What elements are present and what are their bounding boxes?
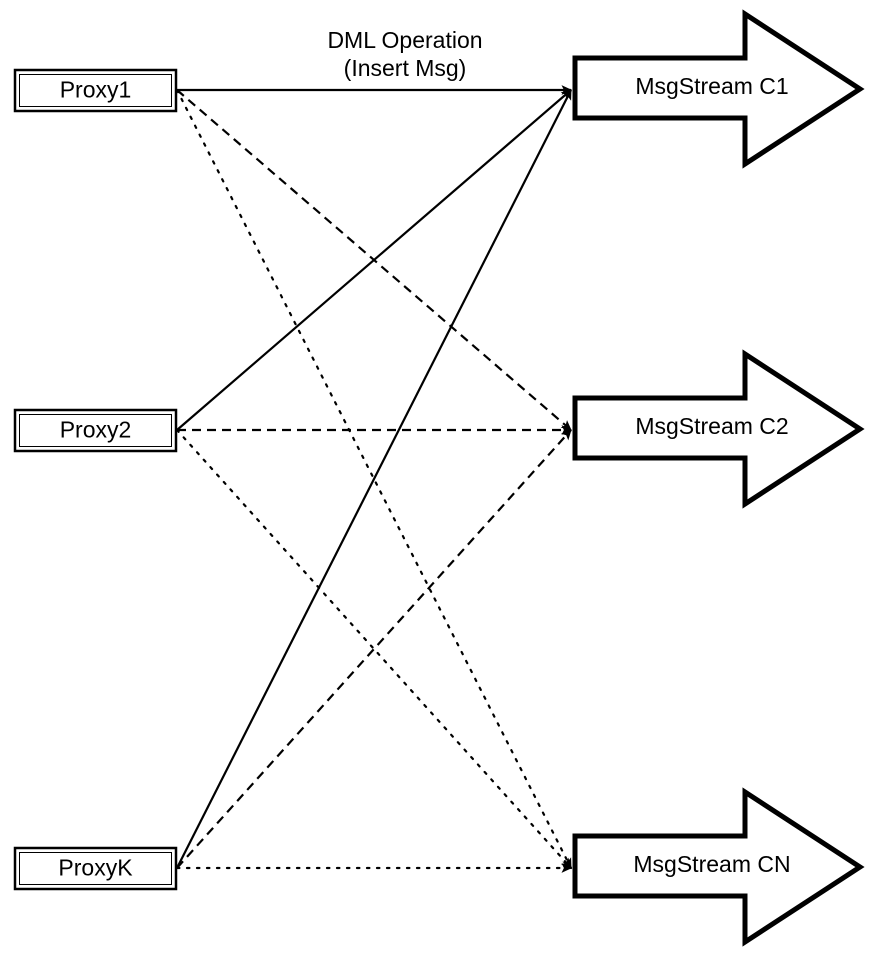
- cn-label: MsgStream CN: [633, 851, 790, 877]
- proxyk-box-inner-rule: [19, 852, 172, 885]
- c2-label: MsgStream C2: [635, 413, 788, 439]
- proxy1-box-inner-rule: [19, 74, 172, 107]
- link-proxyk-c1: [176, 89, 572, 869]
- stream-node-cn[interactable]: MsgStream CN: [572, 787, 865, 947]
- links-layer: [175, 85, 573, 873]
- proxy-node-proxyk[interactable]: ProxyK: [13, 846, 178, 891]
- proxy-node-proxy2[interactable]: Proxy2: [13, 408, 178, 453]
- stream-node-c2[interactable]: MsgStream C2: [572, 349, 865, 509]
- cn-arrow-shape[interactable]: [572, 787, 865, 947]
- link-proxy2-c1: [176, 89, 572, 431]
- c2-arrow-shape[interactable]: [572, 349, 865, 509]
- c1-arrow-shape[interactable]: [572, 9, 865, 169]
- proxy1-label: Proxy1: [60, 77, 132, 103]
- link-proxyk-c2: [176, 429, 572, 869]
- c1-label: MsgStream C1: [635, 73, 788, 99]
- dml-caption-line1: DML Operation: [327, 27, 482, 53]
- proxyk-label: ProxyK: [58, 855, 133, 881]
- proxy1-box[interactable]: [13, 68, 178, 113]
- proxy2-box-inner-rule: [19, 414, 172, 447]
- proxy-node-proxy1[interactable]: Proxy1: [13, 68, 178, 113]
- dml-operation-caption: DML Operation (Insert Msg): [327, 27, 482, 81]
- dml-caption-line2: (Insert Msg): [344, 55, 467, 81]
- proxy2-box[interactable]: [13, 408, 178, 453]
- proxy2-label: Proxy2: [60, 417, 132, 443]
- stream-nodes-layer: MsgStream C1 MsgStream C2 MsgStream CN: [572, 9, 865, 947]
- proxy-nodes-layer: Proxy1 Proxy2 ProxyK: [13, 68, 178, 891]
- stream-node-c1[interactable]: MsgStream C1: [572, 9, 865, 169]
- link-proxy2-cn: [175, 428, 573, 870]
- proxyk-box[interactable]: [13, 846, 178, 891]
